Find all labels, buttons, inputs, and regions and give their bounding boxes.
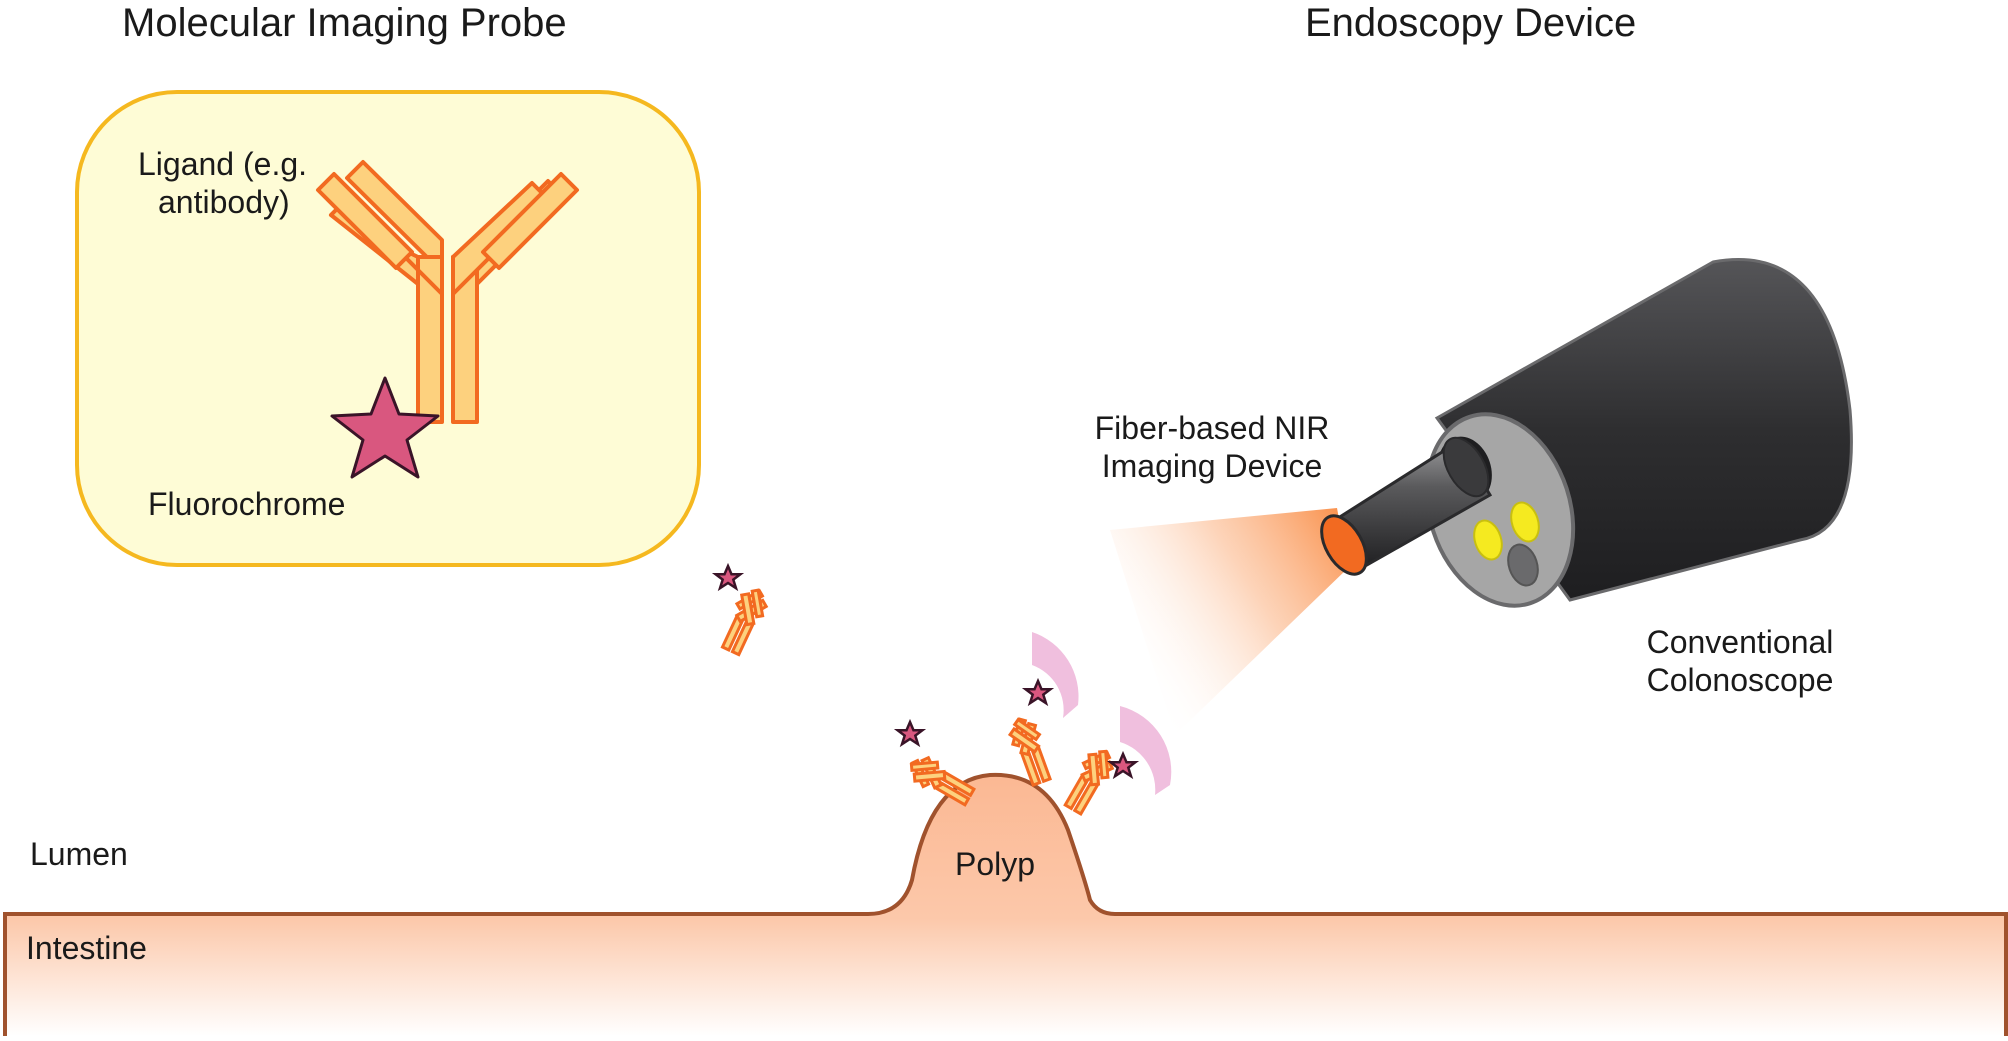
- intestine-surface-line: [3, 772, 2008, 1036]
- antibody-small-icon: [716, 582, 774, 659]
- label-colonoscope: Conventional Colonoscope: [1610, 624, 1870, 700]
- antibody-small-icon: [1059, 743, 1121, 819]
- label-fiber-device: Fiber-based NIR Imaging Device: [1062, 410, 1362, 486]
- antibody-large-icon: [316, 160, 579, 424]
- fiber-nir-device-icon: [1320, 436, 1493, 576]
- label-polyp: Polyp: [955, 846, 1036, 882]
- label-fiber-line1: Fiber-based NIR: [1094, 410, 1330, 446]
- emission-wave-icon: [1120, 706, 1172, 795]
- label-fluorochrome: Fluorochrome: [148, 486, 346, 522]
- fluorochrome-small-icon: [1109, 752, 1137, 778]
- label-intestine: Intestine: [26, 930, 147, 966]
- nir-light-beam: [1110, 508, 1348, 735]
- title-endoscopy-device: Endoscopy Device: [1305, 1, 1637, 45]
- title-molecular-imaging-probe: Molecular Imaging Probe: [122, 1, 567, 45]
- fluorochrome-small-icon: [714, 564, 742, 590]
- fluorochrome-small-icon: [1024, 679, 1052, 705]
- intestine-tissue: [5, 774, 2006, 1036]
- colonoscope-icon: [1424, 257, 1853, 608]
- label-scope-line1: Conventional: [1646, 624, 1834, 660]
- label-ligand-line2: antibody): [158, 183, 290, 220]
- emission-wave-icon: [1032, 632, 1079, 718]
- fluorochrome-small-icon: [896, 720, 924, 746]
- label-lumen: Lumen: [30, 836, 128, 872]
- label-ligand: Ligand (e.g. antibody): [138, 146, 307, 222]
- label-fiber-line2: Imaging Device: [1101, 447, 1323, 484]
- fluorochrome-large-icon: [330, 376, 440, 479]
- label-ligand-line1: Ligand (e.g.: [138, 146, 308, 182]
- label-scope-line2: Colonoscope: [1646, 661, 1834, 698]
